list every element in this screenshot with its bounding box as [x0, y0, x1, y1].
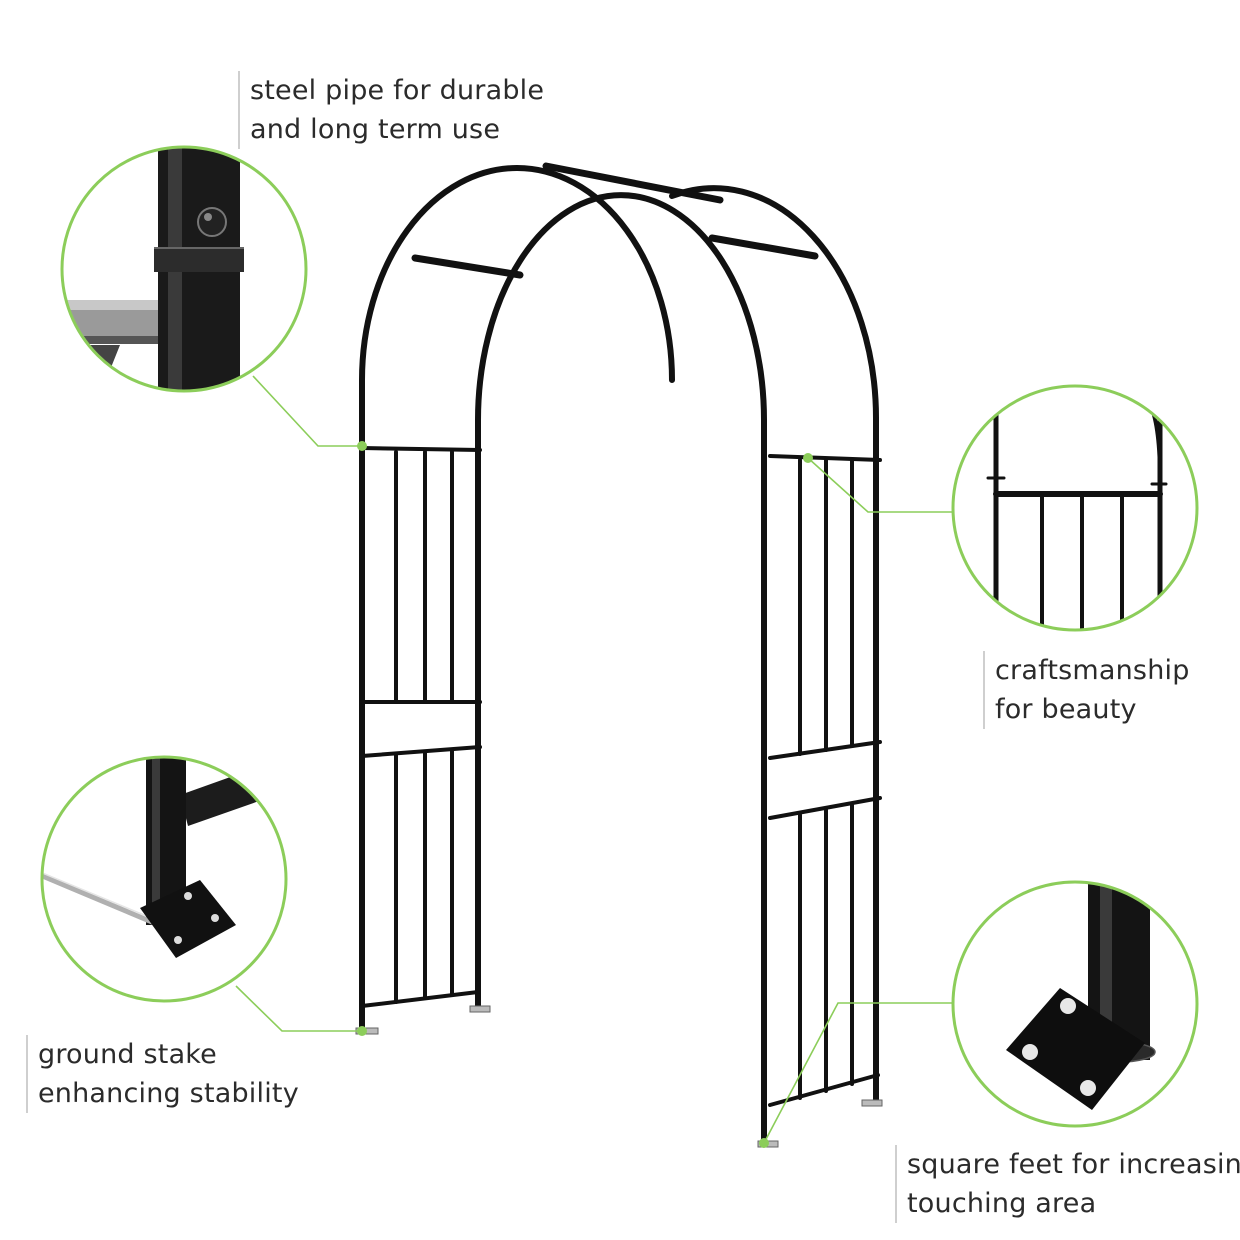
- fence-panel-detail-icon: [951, 384, 1199, 632]
- pipe-joint-detail-icon: [60, 145, 308, 393]
- ground-stake-callout: ground stake enhancing stability: [26, 1035, 299, 1113]
- craftsmanship-callout: craftsmanship for beauty: [983, 651, 1190, 729]
- ground-stake-line1: ground stake: [38, 1039, 217, 1070]
- craftsmanship-line1: craftsmanship: [995, 655, 1190, 686]
- craftsmanship-line2: for beauty: [995, 694, 1137, 725]
- steel-pipe-line2: and long term use: [250, 114, 501, 145]
- leader-dots: [357, 441, 813, 1148]
- ground-stake-line2: enhancing stability: [38, 1078, 299, 1109]
- square-feet-callout: square feet for increasing touching area: [895, 1145, 1240, 1223]
- leader-lines: [235, 375, 952, 1144]
- steel-pipe-line1: steel pipe for durable: [250, 75, 545, 106]
- ground-stake-detail-icon: [40, 755, 288, 1003]
- steel-pipe-callout: steel pipe for durable and long term use: [238, 71, 544, 149]
- square-foot-detail-icon: [951, 880, 1199, 1128]
- square-feet-line2: touching area: [907, 1188, 1097, 1219]
- foot-plates: [355, 1005, 883, 1148]
- garden-arch-icon: [359, 162, 882, 1146]
- square-feet-line1: square feet for increasing: [907, 1149, 1240, 1180]
